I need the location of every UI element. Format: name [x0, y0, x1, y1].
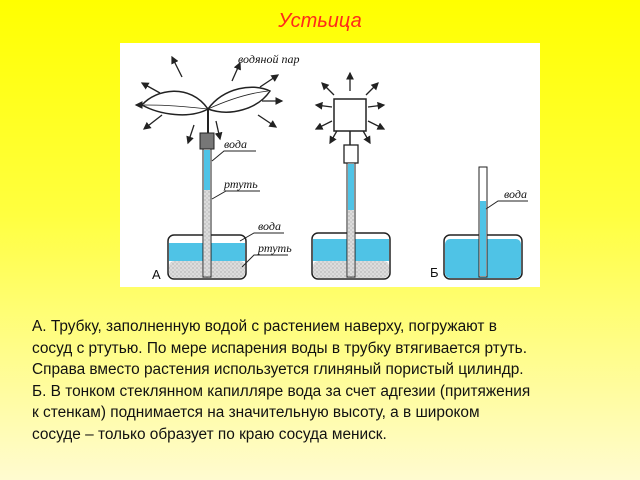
panel-label-a: А	[152, 267, 161, 282]
caption-line: к стенкам) поднимается на значительную в…	[32, 404, 480, 422]
caption-line: Б. В тонком стеклянном капилляре вода за…	[32, 382, 531, 400]
experiment-illustration	[134, 55, 528, 280]
caption-line: А. Трубку, заполненную водой с растением…	[32, 318, 497, 335]
label-water-tube: вода	[224, 137, 247, 151]
caption-line: сосуде – только образует по краю сосуда …	[32, 425, 387, 443]
setup-clay-cylinder	[311, 71, 391, 280]
label-vapor: водяной пар	[238, 52, 300, 66]
panel-label-b: Б	[430, 265, 439, 280]
setup-plant	[134, 55, 288, 280]
label-mercury-vessel: ртуть	[258, 241, 292, 255]
experiment-figure: водяной пар вода ртуть вода ртуть вода А…	[120, 43, 540, 287]
label-water-vessel: вода	[258, 219, 281, 233]
vapor-arrows-clay	[314, 71, 386, 145]
caption-line: сосуд с ртутью. По мере испарения воды в…	[32, 339, 527, 357]
caption-text: А. Трубку, заполненную водой с растением…	[32, 316, 632, 446]
caption-line: Справа вместо растения используется глин…	[32, 361, 524, 379]
label-water-capillary: вода	[504, 187, 527, 201]
label-mercury-tube: ртуть	[224, 177, 258, 191]
setup-capillary	[443, 166, 528, 280]
slide-title: Устьица	[278, 10, 362, 32]
